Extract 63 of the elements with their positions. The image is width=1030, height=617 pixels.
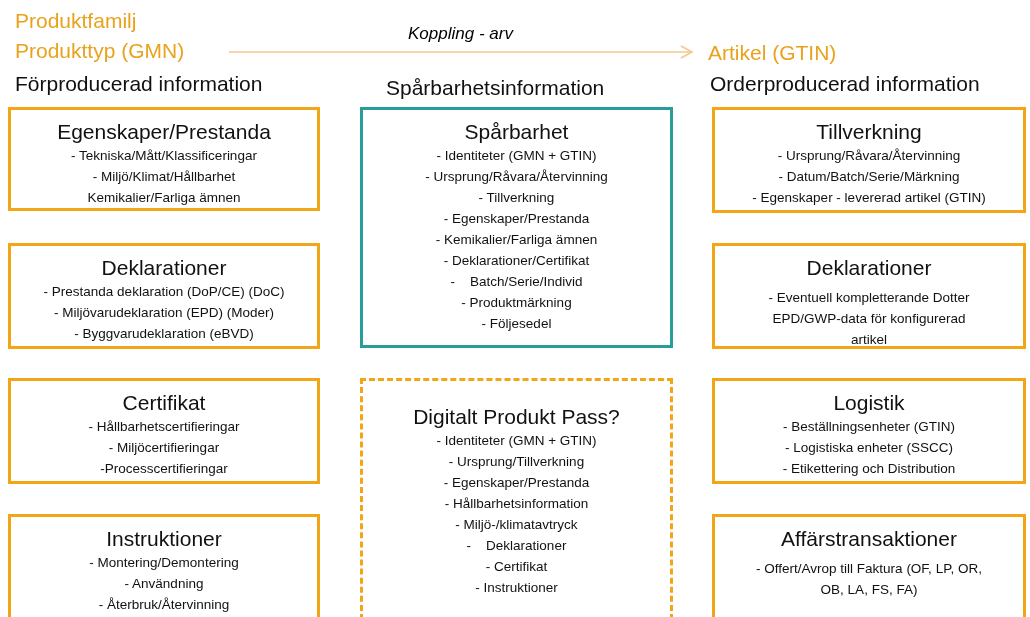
info-box [712, 378, 1026, 484]
box-title: Certifikat [121, 390, 207, 416]
info-box [8, 378, 320, 484]
list-item: - Tekniska/Mått/Klassificeringar [70, 147, 258, 166]
info-box [360, 107, 673, 348]
list-item: - Identiteter (GMN + GTIN) [435, 432, 598, 451]
list-item: - Tillverkning [477, 189, 556, 208]
list-item: - Ursprung/Råvara/Återvinning [424, 168, 609, 187]
info-box [8, 514, 320, 617]
list-item: - Prestanda deklaration (DoP/CE) (DoC) [42, 283, 286, 302]
list-item: - Identiteter (GMN + GTIN) [435, 147, 598, 166]
list-item: - Offert/Avrop till Faktura (OF, LP, OR, OB, LA, FS, FA) [755, 560, 983, 600]
column-heading: Förproducerad information [15, 72, 263, 96]
box-title: Deklarationer [100, 255, 228, 281]
list-item: - Etikettering och Distribution [781, 460, 957, 479]
list-item: - Produktmärkning [460, 294, 573, 313]
list-item: - Instruktioner [474, 579, 559, 598]
header-text: Artikel (GTIN) [708, 38, 908, 68]
box-title: Tillverkning [815, 119, 923, 145]
box-title: Digitalt Produkt Pass? [412, 404, 621, 430]
box-title: Affärstransaktioner [780, 526, 958, 552]
list-item: - Kemikalier/Farliga ämnen [434, 231, 599, 250]
list-item: - Deklarationer/Certifikat [442, 252, 591, 271]
info-box [8, 107, 320, 211]
list-item: - Batch/Serie/Individ [449, 273, 584, 292]
list-item: - Datum/Batch/Serie/Märkning [777, 168, 961, 187]
list-item: - Byggvarudeklaration (eBVD) [73, 325, 255, 344]
list-item: - Miljö-/klimatavtryck [454, 516, 579, 535]
list-item: - Hållbarhetscertifieringar [87, 418, 241, 437]
list-item: - Montering/Demontering [88, 554, 240, 573]
box-title: Logistik [832, 390, 906, 416]
dashed-info-box [360, 378, 673, 617]
list-item: - Eventuell kompletterande Dotter EPD/GWP-data för konfigurerad artikel [767, 289, 971, 350]
list-item: - Ursprung/Tillverkning [447, 453, 586, 472]
list-item: - Miljövarudeklaration (EPD) (Moder) [53, 304, 275, 323]
list-item: - Certifikat [484, 558, 549, 577]
list-item: - Ursprung/Råvara/Återvinning [776, 147, 962, 166]
box-title: Spårbarhet [463, 119, 570, 145]
box-title: Deklarationer [805, 255, 933, 281]
info-box [8, 243, 320, 349]
list-item: Kemikalier/Farliga ämnen [86, 189, 242, 208]
list-item: - Deklarationer [465, 537, 568, 556]
column-heading: Orderproducerad information [710, 72, 980, 96]
list-item: -Processcertifieringar [99, 460, 229, 479]
edge-label: Koppling - arv [405, 24, 516, 44]
list-item: - Återbruk/Återvinning [97, 596, 231, 615]
header-text: Produktfamilj Produkttyp (GMN) [15, 6, 225, 66]
list-item: - Miljö/Klimat/Hållbarhet [91, 168, 237, 187]
list-item: - Användning [123, 575, 205, 594]
list-item: - Egenskaper/Prestanda [442, 210, 591, 229]
list-item: - Hållbarhetsinformation [443, 495, 590, 514]
info-box [712, 514, 1026, 617]
info-box [712, 243, 1026, 349]
list-item: - Beställningsenheter (GTIN) [782, 418, 956, 437]
list-item: - Egenskaper - levererad artikel (GTIN) [751, 189, 987, 208]
list-item: - Egenskaper/Prestanda [442, 474, 591, 493]
list-item: - Miljöcertifieringar [107, 439, 221, 458]
info-box [712, 107, 1026, 213]
list-item: - Följesedel [480, 315, 553, 334]
list-item: - Logistiska enheter (SSCC) [783, 439, 955, 458]
box-title: Instruktioner [105, 526, 223, 552]
box-title: Egenskaper/Prestanda [56, 119, 272, 145]
arrow [228, 45, 693, 59]
